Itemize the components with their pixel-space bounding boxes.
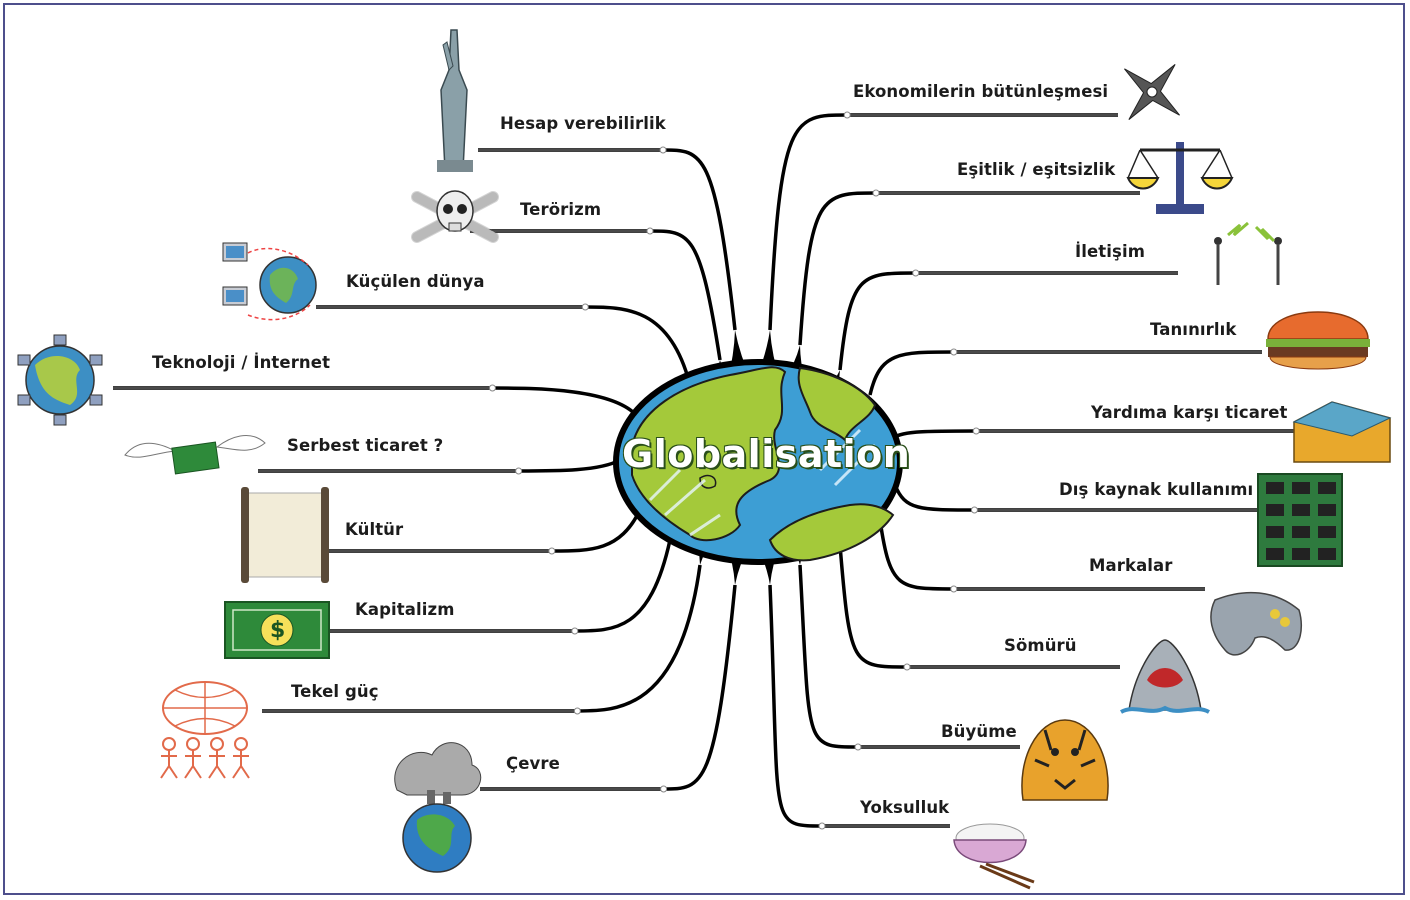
branch-left-0-node [659,146,667,154]
branch-icons: $ [17,29,1392,890]
branch-left-1-connector [470,229,722,361]
skull-crossbones-icon [411,190,499,243]
branch-left-7-label: Tekel güç [291,682,379,701]
branch-left-6-node [571,627,579,635]
branch-left-1-label: Terörizm [520,200,602,219]
branch-left-2-label: Küçülen dünya [346,272,485,291]
branch-left-3-label: Teknoloji / İnternet [152,353,331,372]
branch-left-6-connector [330,539,672,633]
center-globe [613,359,903,565]
branch-left-1-node [646,227,654,235]
branch-right-5-node [970,506,978,514]
branch-right-8-connector [798,564,1020,749]
branch-left-2-connector [316,305,692,386]
branch-left-0-connector [478,148,737,331]
branch-right-6-node [950,585,958,593]
rice-bowl-icon [953,823,1035,890]
dollar-bill-icon: $ [224,601,330,659]
branch-right-3-connector [868,350,1262,396]
connected-globe-icon [17,334,103,426]
compass-rose-icon [1124,64,1180,120]
shark-icon [1120,639,1210,714]
scroll-icon [241,487,329,583]
tiger-icon [1021,719,1109,801]
branch-right-5-label: Dış kaynak kullanımı [1059,480,1254,499]
branch-left-5-connector [325,509,642,553]
people-holding-globe-icon [160,681,250,779]
branch-right-4-node [972,427,980,435]
balance-scale-icon [1126,142,1234,214]
branch-right-0-label: Ekonomilerin bütünleşmesi [853,82,1109,101]
branch-right-4-connector [888,429,1298,442]
branch-right-9-node [818,822,826,830]
diagram-frame [3,3,1405,895]
center-title: Globalisation [622,432,911,476]
branch-right-2-node [912,269,920,277]
branch-right-7-label: Sömürü [1004,636,1077,655]
branch-right-1-label: Eşitlik / eşitsizlik [957,160,1116,179]
branch-right-0-node [843,111,851,119]
branch-left-7-connector [262,564,702,713]
polluted-earth-icon [394,742,482,873]
branch-left-8-connector [480,584,737,791]
branch-left-5-node [548,547,556,555]
hamburger-icon [1266,311,1370,370]
branch-left-5-label: Kültür [345,520,404,539]
branch-right-6-label: Markalar [1089,556,1173,575]
svg-text:$: $ [270,618,285,643]
branch-left-4-connector [258,458,621,473]
statue-of-liberty-icon [437,29,473,172]
branch-right-8-node [854,743,862,751]
game-controller-icon [1210,591,1303,656]
branch-right-3-label: Tanınırlık [1150,320,1237,339]
circuit-board-icon [1257,473,1343,567]
branch-right-3-node [950,348,958,356]
branch-left-3-connector [113,386,642,422]
branch-right-9-label: Yoksulluk [860,798,950,817]
branch-right-7-node [903,663,911,671]
branch-right-8-label: Büyüme [941,722,1017,741]
branch-left-0-label: Hesap verebilirlik [500,114,666,133]
branch-right-1-connector [798,191,1140,346]
branch-right-2-connector [838,271,1178,371]
branch-right-7-connector [838,544,1120,669]
branch-left-8-node [660,785,668,793]
flying-money-icon [124,434,266,475]
branch-left-3-node [488,384,496,392]
branch-left-7-node [573,707,581,715]
branch-right-1-node [872,189,880,197]
branch-right-2-label: İletişim [1075,242,1145,261]
factory-building-icon [1292,401,1392,463]
branch-right-9-connector [768,584,950,828]
branch-left-4-label: Serbest ticaret ? [287,436,444,455]
branch-left-4-node [515,467,523,475]
branch-left-6-label: Kapitalizm [355,600,455,619]
branch-right-6-connector [878,519,1205,591]
branch-left-8-label: Çevre [506,754,560,773]
branch-left-2-node [581,303,589,311]
antenna-towers-icon [1214,221,1282,285]
networked-computers-globe-icon [222,242,317,321]
branch-right-0-connector [768,113,1118,331]
branch-right-4-label: Yardıma karşı ticaret [1091,403,1288,422]
